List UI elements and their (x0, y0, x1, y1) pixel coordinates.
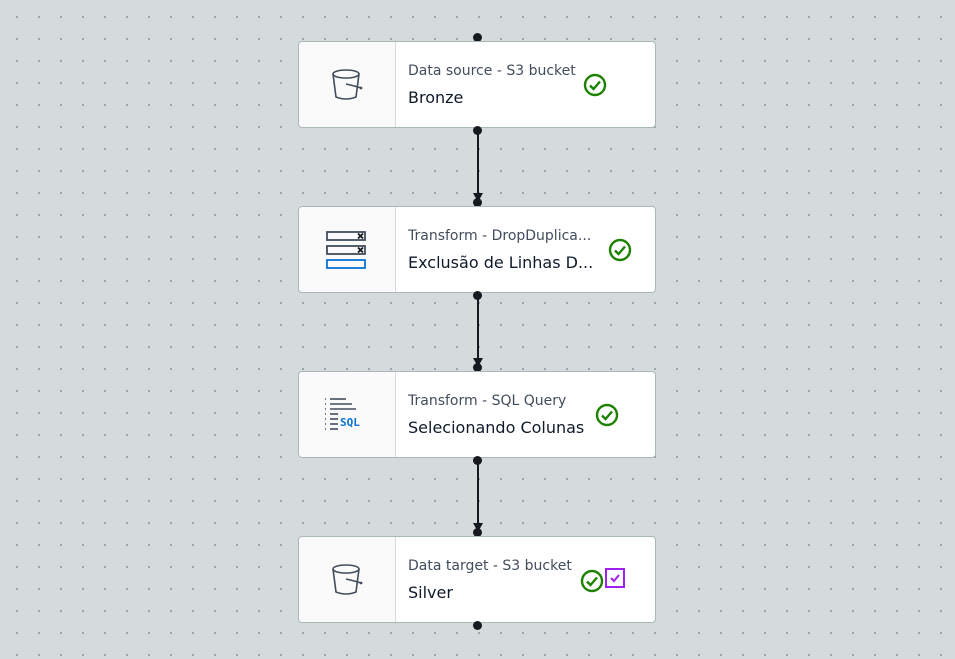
node-input-port[interactable] (473, 198, 482, 207)
node-name-label: Silver (408, 583, 453, 602)
node-output-port[interactable] (473, 33, 482, 42)
drop-duplicates-icon (326, 230, 366, 269)
edge-arrowhead (473, 193, 483, 202)
node-data-source[interactable]: Data source - S3 bucket Bronze (298, 41, 656, 128)
node-output-port[interactable] (473, 621, 482, 630)
node-body: Data target - S3 bucket Silver (396, 537, 655, 622)
s3-bucket-icon (332, 68, 363, 100)
node-output-port[interactable] (473, 291, 482, 300)
node-body: Transform - DropDuplica... Exclusão de L… (396, 207, 655, 292)
node-output-port[interactable] (473, 126, 482, 135)
edge-connector (477, 460, 479, 526)
edge-arrowhead (473, 523, 483, 532)
node-transform-sql-query[interactable]: SQL Transform - SQL Query Selecionando C… (298, 371, 656, 458)
node-type-label: Transform - DropDuplica... (408, 228, 592, 244)
success-check-icon (583, 73, 607, 97)
node-icon-area: SQL (299, 372, 396, 457)
node-input-port[interactable] (473, 363, 482, 372)
node-icon-area (299, 42, 396, 127)
node-transform-drop-duplicates[interactable]: Transform - DropDuplica... Exclusão de L… (298, 206, 656, 293)
node-input-port[interactable] (473, 528, 482, 537)
selection-checkbox[interactable] (605, 568, 625, 588)
node-icon-area (299, 537, 396, 622)
node-name-label: Exclusão de Linhas D... (408, 253, 594, 272)
edge-connector (477, 130, 479, 196)
success-check-icon (580, 569, 604, 593)
node-data-target[interactable]: Data target - S3 bucket Silver (298, 536, 656, 623)
success-check-icon (595, 403, 619, 427)
node-output-port[interactable] (473, 456, 482, 465)
node-body: Data source - S3 bucket Bronze (396, 42, 655, 127)
node-type-label: Data source - S3 bucket (408, 63, 576, 79)
sql-query-icon: SQL (325, 397, 360, 430)
node-type-label: Transform - SQL Query (408, 393, 567, 409)
edge-arrowhead (473, 358, 483, 367)
node-name-label: Bronze (408, 88, 464, 107)
success-check-icon (608, 238, 632, 262)
edge-connector (477, 295, 479, 361)
sql-icon-label: SQL (340, 416, 360, 429)
node-name-label: Selecionando Colunas (408, 418, 585, 437)
node-icon-area (299, 207, 396, 292)
checkmark-icon (610, 574, 620, 583)
s3-bucket-icon (332, 563, 363, 595)
node-body: Transform - SQL Query Selecionando Colun… (396, 372, 655, 457)
node-type-label: Data target - S3 bucket (408, 558, 572, 574)
